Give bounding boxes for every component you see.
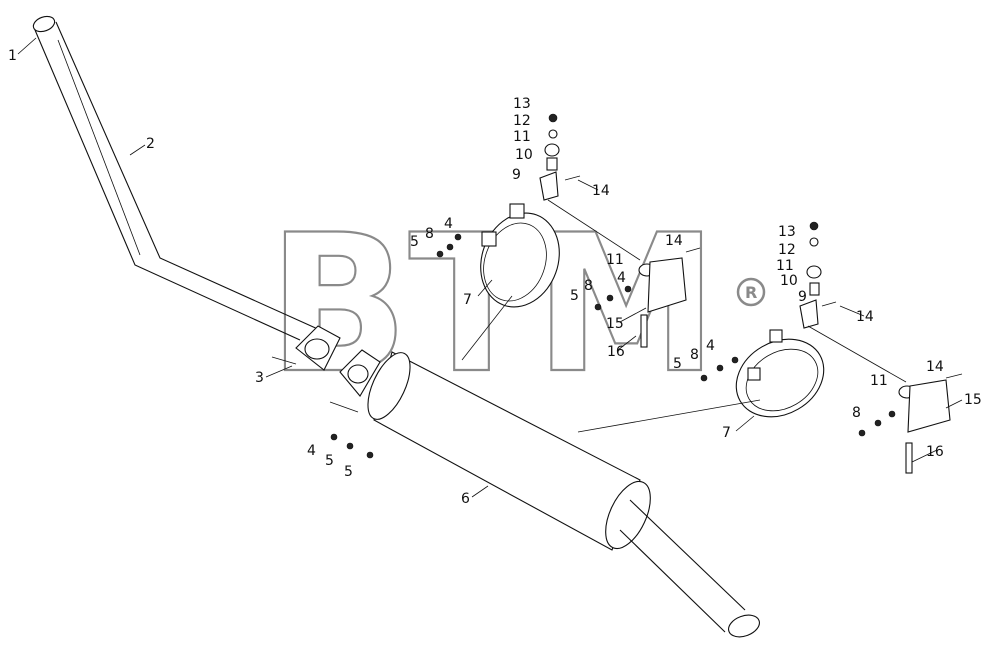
callout-label: 4 — [617, 270, 626, 286]
leader-lines — [17, 37, 963, 498]
callout-label: 14 — [665, 233, 683, 249]
callout-label: 8 — [425, 226, 434, 242]
callout-label: 5 — [673, 356, 682, 372]
callout-label: 16 — [926, 444, 944, 460]
callout-label: 11 — [870, 373, 888, 389]
callout-label: 4 — [444, 216, 453, 232]
svg-text:R: R — [745, 283, 757, 302]
callout-label: 5 — [344, 464, 353, 480]
callout-label: 5 — [325, 453, 334, 469]
callout-label: 9 — [798, 289, 807, 305]
hanger-assembly-right — [700, 221, 963, 474]
callout-label: 8 — [584, 278, 593, 294]
callout-label: 4 — [706, 338, 715, 354]
callout-label: 13 — [778, 224, 796, 240]
callout-label: 7 — [722, 425, 731, 441]
callout-label: 1 — [8, 48, 17, 64]
callout-label: 2 — [146, 136, 155, 152]
callout-label: 15 — [606, 316, 624, 332]
clamp-band-7-right — [577, 329, 825, 433]
callout-label: 14 — [926, 359, 944, 375]
exhaust-pipe-2 — [32, 15, 321, 341]
callout-label: 5 — [570, 288, 579, 304]
callout-label: 14 — [856, 309, 874, 325]
callout-label: 8 — [690, 347, 699, 363]
callout-label: 3 — [255, 370, 264, 386]
callout-label: 5 — [410, 234, 419, 250]
callout-label: 11 — [606, 252, 624, 268]
clamp-band-7-left — [461, 203, 560, 361]
callout-label: 12 — [778, 242, 796, 258]
flange-fasteners — [330, 433, 374, 459]
callout-label: 9 — [512, 167, 521, 183]
callout-label: 11 — [513, 129, 531, 145]
callout-label: 10 — [515, 147, 533, 163]
flange-3 — [271, 325, 381, 413]
muffler-6 — [367, 351, 760, 638]
hanger-assembly-left — [436, 113, 701, 348]
callout-label: 10 — [780, 273, 798, 289]
callout-label: 13 — [513, 96, 531, 112]
callout-label: 15 — [964, 392, 982, 408]
callout-label: 8 — [852, 405, 861, 421]
callout-label: 4 — [307, 443, 316, 459]
callout-label: 7 — [463, 292, 472, 308]
callout-label: 14 — [592, 183, 610, 199]
callout-label: 11 — [776, 258, 794, 274]
callout-label: 12 — [513, 113, 531, 129]
callout-label: 6 — [461, 491, 470, 507]
